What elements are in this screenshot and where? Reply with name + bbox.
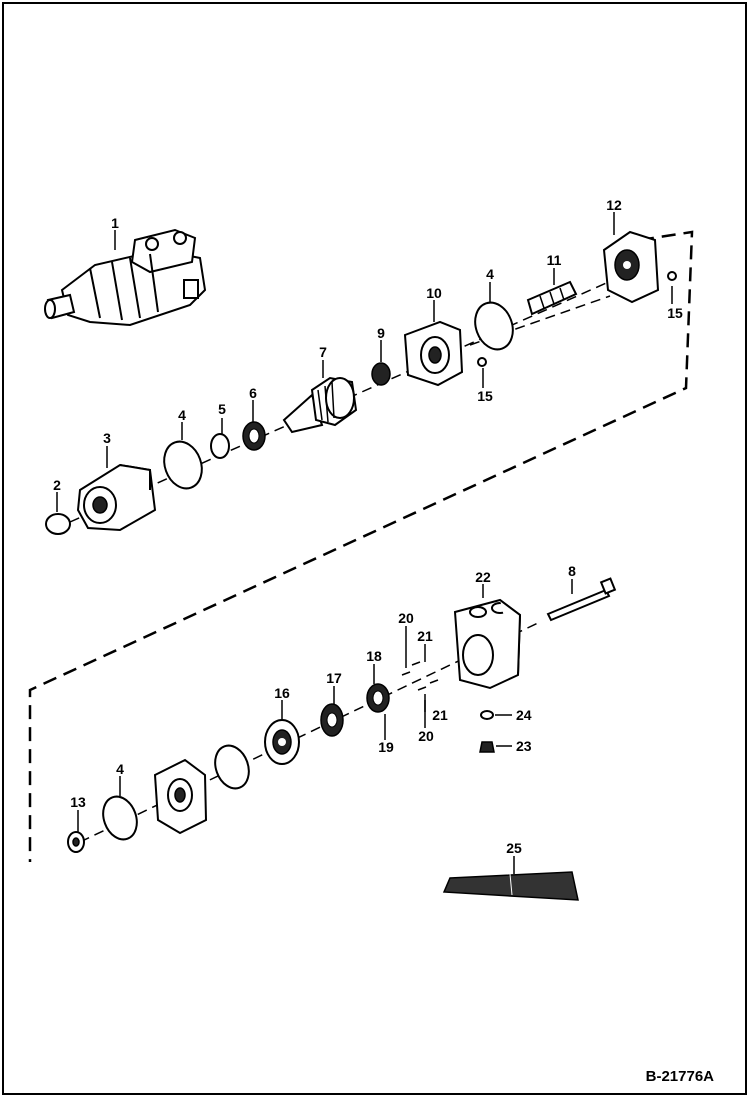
callout-4-upper-left: 4 (178, 407, 186, 423)
callout-13: 13 (70, 794, 86, 810)
upper-assembly-axis (69, 267, 641, 523)
parts-20-21-pins (401, 661, 439, 691)
callout-17: 17 (326, 670, 342, 686)
drawing-code: B-21776A (646, 1068, 715, 1085)
callout-labels: 1 2 3 4 5 6 7 9 10 4 11 12 15 15 8 22 20… (53, 197, 683, 856)
callout-21-upper: 21 (417, 628, 433, 644)
leader-lines (56, 212, 673, 874)
callout-11: 11 (547, 252, 562, 268)
callout-20-upper: 20 (398, 610, 414, 626)
part-15-small-ring-b (667, 271, 677, 281)
part-5-washer (210, 433, 230, 459)
callout-15-middle: 15 (477, 388, 493, 404)
part-10-end-plate (403, 320, 464, 387)
part-7-drive-shaft (282, 376, 358, 434)
callout-2: 2 (53, 477, 61, 493)
callout-4-upper-right: 4 (486, 266, 494, 282)
part-6-seal (242, 421, 266, 451)
callout-8: 8 (568, 563, 576, 579)
part-13-fitting (67, 831, 85, 853)
part-23-nut (479, 741, 495, 753)
part-4-large-ring-left (163, 440, 203, 490)
callout-7: 7 (319, 344, 327, 360)
lower-end-plate (153, 758, 208, 835)
part-11-spline-shaft (526, 280, 578, 316)
part-8-bolt (546, 577, 617, 622)
part-4-large-ring-right (474, 301, 514, 351)
part-15-small-ring-a (477, 357, 487, 367)
callout-18: 18 (366, 648, 382, 664)
part-12-end-cap (602, 230, 660, 304)
callout-1: 1 (111, 215, 119, 231)
callout-16: 16 (274, 685, 290, 701)
part-24-washer (480, 710, 494, 720)
callout-22: 22 (475, 569, 491, 585)
callout-4-lower-left: 4 (116, 761, 124, 777)
callout-15-right: 15 (667, 305, 683, 321)
callout-21-lower: 21 (432, 707, 448, 723)
callout-12: 12 (606, 197, 622, 213)
callout-3: 3 (103, 430, 111, 446)
part-4-large-ring-lower-middle (214, 744, 250, 790)
callout-6: 6 (249, 385, 257, 401)
callout-25: 25 (506, 840, 522, 856)
callout-23: 23 (516, 738, 532, 754)
part-3-housing (76, 463, 157, 532)
part-4-large-ring-lower-left (102, 795, 138, 841)
dashed-connector-lines (28, 230, 694, 862)
part-18-seal (366, 683, 390, 713)
part-9-ring (371, 362, 391, 386)
part-25-decal (442, 871, 579, 901)
part-1-motor-assembly (44, 228, 207, 327)
part-2-ring (45, 513, 71, 535)
part-22-valve-housing (453, 598, 522, 690)
callout-10: 10 (426, 285, 442, 301)
callout-24: 24 (516, 707, 532, 723)
callout-19: 19 (378, 739, 394, 755)
part-17-bearing (320, 703, 344, 737)
callout-5: 5 (218, 401, 226, 417)
part-16-gerotor (264, 719, 300, 765)
callout-20-lower: 20 (418, 728, 434, 744)
callout-9: 9 (377, 325, 385, 341)
